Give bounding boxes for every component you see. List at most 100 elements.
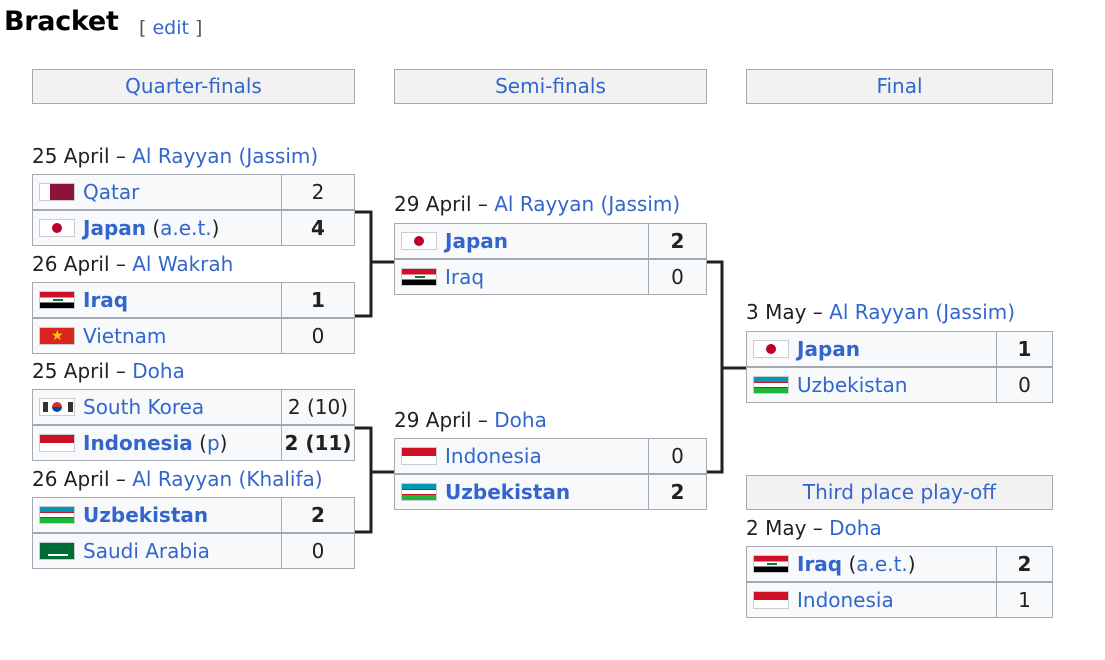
score-qf3-indonesia: 2 (11) <box>281 425 355 461</box>
team-link[interactable]: Iraq <box>445 265 485 289</box>
team-row-qf2-iraq: Iraq <box>32 282 282 318</box>
score-qf2-iraq: 1 <box>281 282 355 318</box>
edit-link[interactable]: edit <box>152 17 189 39</box>
japan-flag-icon <box>39 219 75 237</box>
score-qf2-vietnam: 0 <box>281 318 355 354</box>
match-date: 29 April <box>394 408 472 432</box>
match-date: 2 May <box>746 516 807 540</box>
connector-qf3-qf4-to-sf2 <box>355 426 394 534</box>
match-date: 3 May <box>746 300 807 324</box>
match-label-third-place: 2 May – Doha <box>746 516 882 540</box>
saudi-arabia-flag-icon <box>39 542 75 560</box>
team-row-qf3-indonesia: Indonesia (p) <box>32 425 282 461</box>
score-sf1-iraq: 0 <box>648 259 707 295</box>
team-link[interactable]: Indonesia <box>83 431 193 455</box>
match-label-final: 3 May – Al Rayyan (Jassim) <box>746 300 1016 324</box>
team-link[interactable]: Vietnam <box>83 324 167 348</box>
team-row-sf2-indonesia: Indonesia <box>394 438 649 474</box>
qatar-flag-icon <box>39 183 75 201</box>
connector-sf-to-final <box>707 260 746 474</box>
match-label-qf4: 26 April – Al Rayyan (Khalifa) <box>32 467 323 491</box>
team-row-qf3-south-korea: South Korea <box>32 389 282 425</box>
match-date: 26 April <box>32 467 110 491</box>
venue-link[interactable]: Doha <box>132 359 185 383</box>
team-link[interactable]: Japan <box>445 229 508 253</box>
connector-qf1-qf2-to-sf1 <box>355 210 394 318</box>
team-link[interactable]: Japan <box>797 337 860 361</box>
uzbekistan-flag-icon <box>753 376 789 394</box>
match-date: 26 April <box>32 252 110 276</box>
round-header-final[interactable]: Final <box>746 69 1053 104</box>
indonesia-flag-icon <box>753 591 789 609</box>
round-header-third-place[interactable]: Third place play-off <box>746 475 1053 510</box>
round-header-semifinals[interactable]: Semi-finals <box>394 69 707 104</box>
score-sf1-japan: 2 <box>648 223 707 259</box>
south-korea-flag-icon <box>39 398 75 416</box>
score-qf3-south-korea: 2 (10) <box>281 389 355 425</box>
match-label-qf1: 25 April – Al Rayyan (Jassim) <box>32 144 319 168</box>
team-link[interactable]: Iraq <box>797 552 843 576</box>
match-label-qf3: 25 April – Doha <box>32 359 185 383</box>
score-final-japan: 1 <box>996 331 1053 367</box>
team-row-sf1-japan: Japan <box>394 223 649 259</box>
match-label-sf1: 29 April – Al Rayyan (Jassim) <box>394 192 681 216</box>
penalties-link[interactable]: p <box>206 431 220 455</box>
team-row-final-japan: Japan <box>746 331 997 367</box>
score-qf1-japan: 4 <box>281 210 355 246</box>
venue-link[interactable]: Al Rayyan (Khalifa) <box>132 467 323 491</box>
team-row-qf1-japan: Japan (a.e.t.) <box>32 210 282 246</box>
team-link[interactable]: Indonesia <box>797 588 894 612</box>
team-link[interactable]: Uzbekistan <box>797 373 908 397</box>
score-sf2-uzbekistan: 2 <box>648 474 707 510</box>
team-link[interactable]: Indonesia <box>445 444 542 468</box>
score-final-uzbekistan: 0 <box>996 367 1053 403</box>
team-link[interactable]: South Korea <box>83 395 205 419</box>
team-link[interactable]: Saudi Arabia <box>83 539 210 563</box>
match-date: 29 April <box>394 192 472 216</box>
score-third-indonesia: 1 <box>996 582 1053 618</box>
indonesia-flag-icon <box>39 434 75 452</box>
team-link[interactable]: Japan <box>83 216 146 240</box>
team-row-final-uzbekistan: Uzbekistan <box>746 367 997 403</box>
team-row-sf2-uzbekistan: Uzbekistan <box>394 474 649 510</box>
uzbekistan-flag-icon <box>39 506 75 524</box>
venue-link[interactable]: Al Wakrah <box>132 252 234 276</box>
venue-link[interactable]: Doha <box>829 516 882 540</box>
match-label-qf2: 26 April – Al Wakrah <box>32 252 234 276</box>
round-header-quarterfinals[interactable]: Quarter-finals <box>32 69 355 104</box>
match-date: 25 April <box>32 144 110 168</box>
venue-link[interactable]: Al Rayyan (Jassim) <box>829 300 1016 324</box>
uzbekistan-flag-icon <box>401 483 437 501</box>
score-qf4-saudi-arabia: 0 <box>281 533 355 569</box>
score-qf1-qatar: 2 <box>281 174 355 210</box>
team-row-qf1-qatar: Qatar <box>32 174 282 210</box>
team-row-qf4-saudi-arabia: Saudi Arabia <box>32 533 282 569</box>
indonesia-flag-icon <box>401 447 437 465</box>
score-sf2-indonesia: 0 <box>648 438 707 474</box>
japan-flag-icon <box>401 232 437 250</box>
venue-link[interactable]: Al Rayyan (Jassim) <box>494 192 681 216</box>
iraq-flag-icon <box>401 268 437 286</box>
aet-link[interactable]: a.e.t. <box>160 216 212 240</box>
team-row-sf1-iraq: Iraq <box>394 259 649 295</box>
venue-link[interactable]: Al Rayyan (Jassim) <box>132 144 319 168</box>
score-qf4-uzbekistan: 2 <box>281 497 355 533</box>
vietnam-flag-icon <box>39 327 75 345</box>
team-link[interactable]: Uzbekistan <box>83 503 209 527</box>
japan-flag-icon <box>753 340 789 358</box>
team-row-qf4-uzbekistan: Uzbekistan <box>32 497 282 533</box>
iraq-flag-icon <box>39 291 75 309</box>
team-link[interactable]: Qatar <box>83 180 140 204</box>
match-label-sf2: 29 April – Doha <box>394 408 547 432</box>
venue-link[interactable]: Doha <box>494 408 547 432</box>
iraq-flag-icon <box>753 555 789 573</box>
team-link[interactable]: Uzbekistan <box>445 480 571 504</box>
team-row-third-indonesia: Indonesia <box>746 582 997 618</box>
aet-link[interactable]: a.e.t. <box>856 552 908 576</box>
edit-section-link-wrapper: [ edit ] <box>139 17 203 39</box>
team-row-qf2-vietnam: Vietnam <box>32 318 282 354</box>
section-heading: Bracket <box>4 6 119 37</box>
match-date: 25 April <box>32 359 110 383</box>
team-link[interactable]: Iraq <box>83 288 129 312</box>
